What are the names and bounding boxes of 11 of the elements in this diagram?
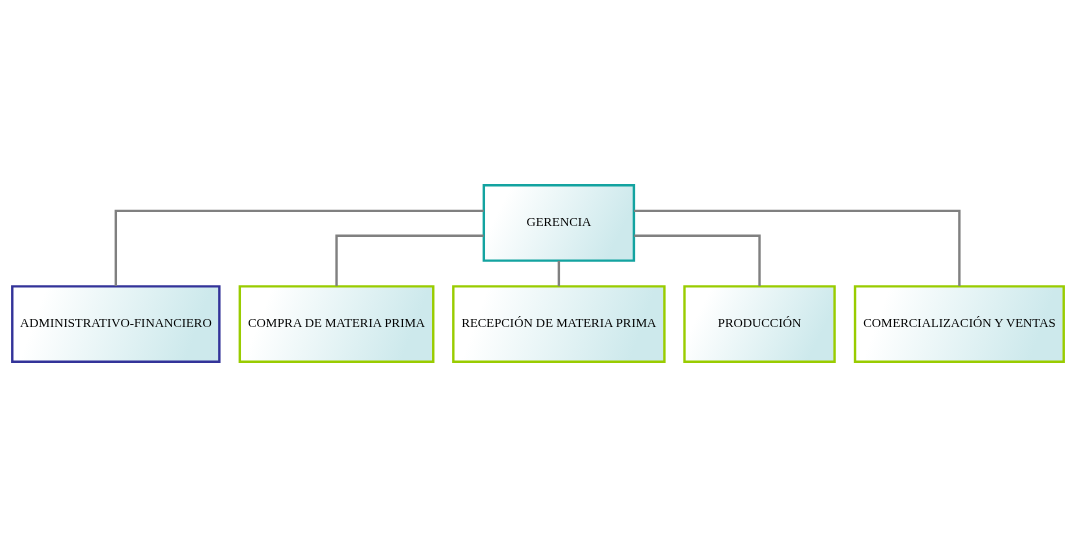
- connector: [335, 234, 484, 287]
- node-box: COMPRA DE MATERIA PRIMA: [238, 285, 435, 363]
- connector: [114, 209, 484, 287]
- node-box: COMERCIALIZACIÓN Y VENTAS: [853, 285, 1065, 363]
- connector: [633, 209, 961, 287]
- connector: [634, 234, 761, 287]
- connector: [557, 260, 561, 287]
- node-box: GERENCIA: [482, 184, 636, 262]
- node-box: RECEPCIÓN DE MATERIA PRIMA: [452, 285, 666, 363]
- node-box: PRODUCCIÓN: [683, 285, 836, 363]
- node-box: ADMINISTRATIVO-FINANCIERO: [11, 285, 221, 363]
